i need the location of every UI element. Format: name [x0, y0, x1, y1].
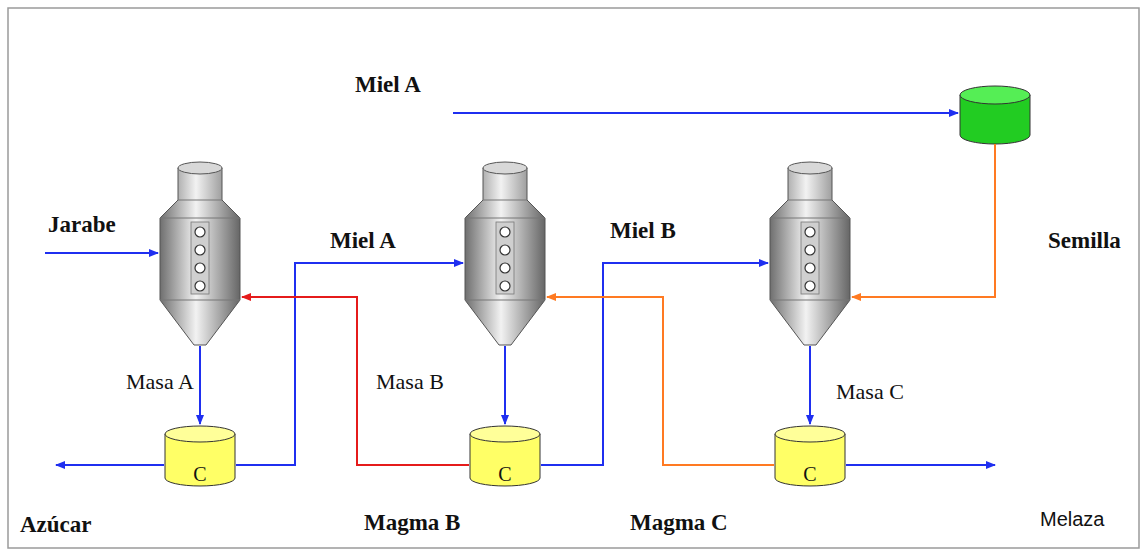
product-label: Azúcar	[20, 512, 92, 537]
centrifuge-node: C	[774, 425, 846, 487]
mass-label: Masa C	[836, 380, 904, 404]
centrifuge-label: C	[164, 463, 236, 485]
stream-label: Miel A	[355, 72, 421, 97]
mass-label: Masa B	[376, 370, 444, 394]
stream-label: Semilla	[1048, 228, 1121, 253]
stream-label: Jarabe	[48, 212, 116, 237]
product-label: Melaza	[1040, 508, 1104, 530]
stream-label: Magma B	[364, 510, 460, 535]
stream-label: Miel A	[330, 228, 396, 253]
centrifuge-node: C	[469, 425, 541, 487]
centrifuge-node: C	[164, 425, 236, 487]
stream-label: Miel B	[610, 218, 676, 243]
stream-label: Magma C	[630, 510, 728, 535]
mass-label: Masa A	[126, 370, 194, 394]
centrifuge-label: C	[469, 463, 541, 485]
centrifuge-label: C	[774, 463, 846, 485]
